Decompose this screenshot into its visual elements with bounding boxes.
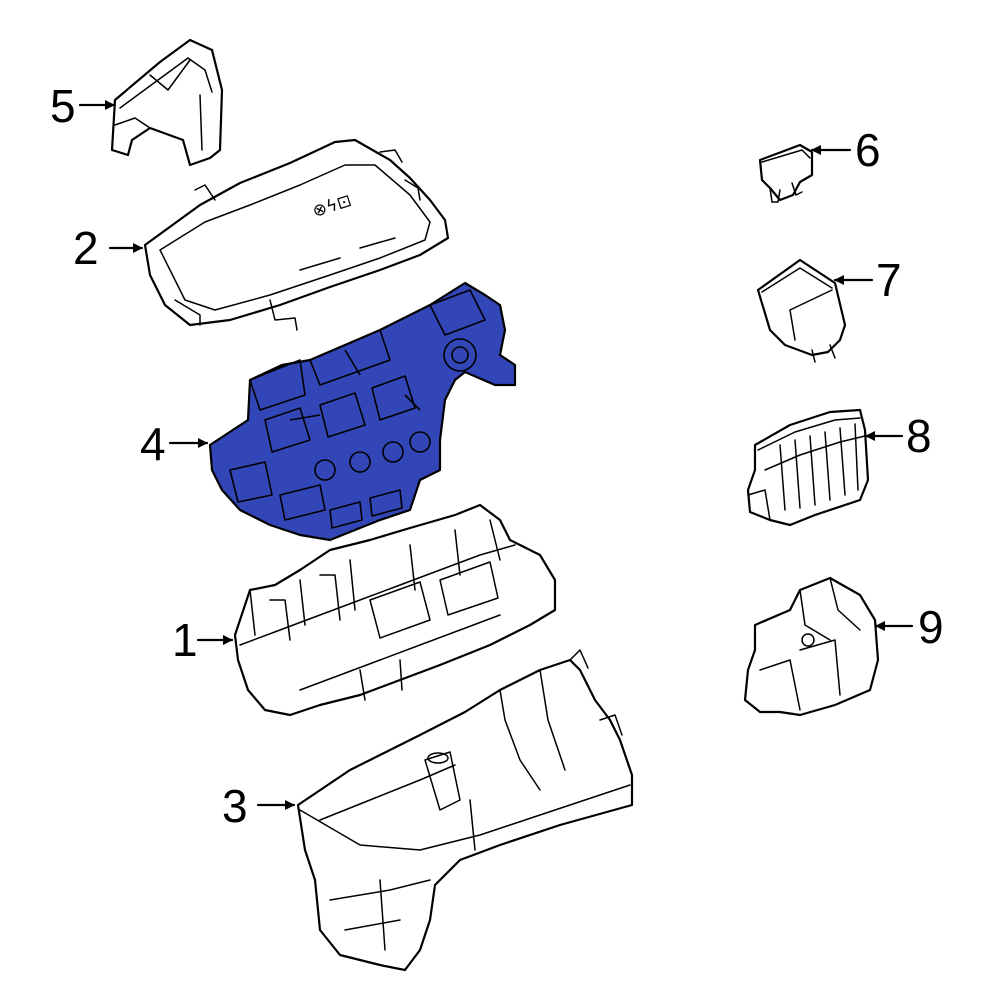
part-2-cover[interactable]: ⊗ϟ⊡ [143, 138, 450, 331]
part-9-bracket[interactable] [743, 576, 880, 717]
callout-9: 9 [918, 601, 944, 653]
callout-8: 8 [906, 410, 932, 462]
part-4-fuse-holder[interactable] [208, 281, 517, 542]
part-6-fuse[interactable] [758, 143, 814, 203]
callout-6: 6 [855, 124, 881, 176]
callout-5: 5 [50, 80, 76, 132]
callout-2: 2 [73, 222, 99, 274]
callout-3: 3 [222, 780, 248, 832]
part-8-connector[interactable] [746, 408, 870, 527]
callout-1: 1 [172, 614, 198, 666]
callout-4: 4 [140, 418, 166, 470]
callout-leaders [78, 100, 914, 810]
part-7-relay[interactable] [756, 258, 847, 363]
callout-7: 7 [876, 254, 902, 306]
callout-labels: 1 2 3 4 5 6 7 8 9 [50, 80, 944, 832]
part-3-housing[interactable] [296, 649, 634, 972]
part-5-bracket[interactable] [110, 38, 224, 167]
part-1-frame[interactable] [233, 503, 557, 717]
